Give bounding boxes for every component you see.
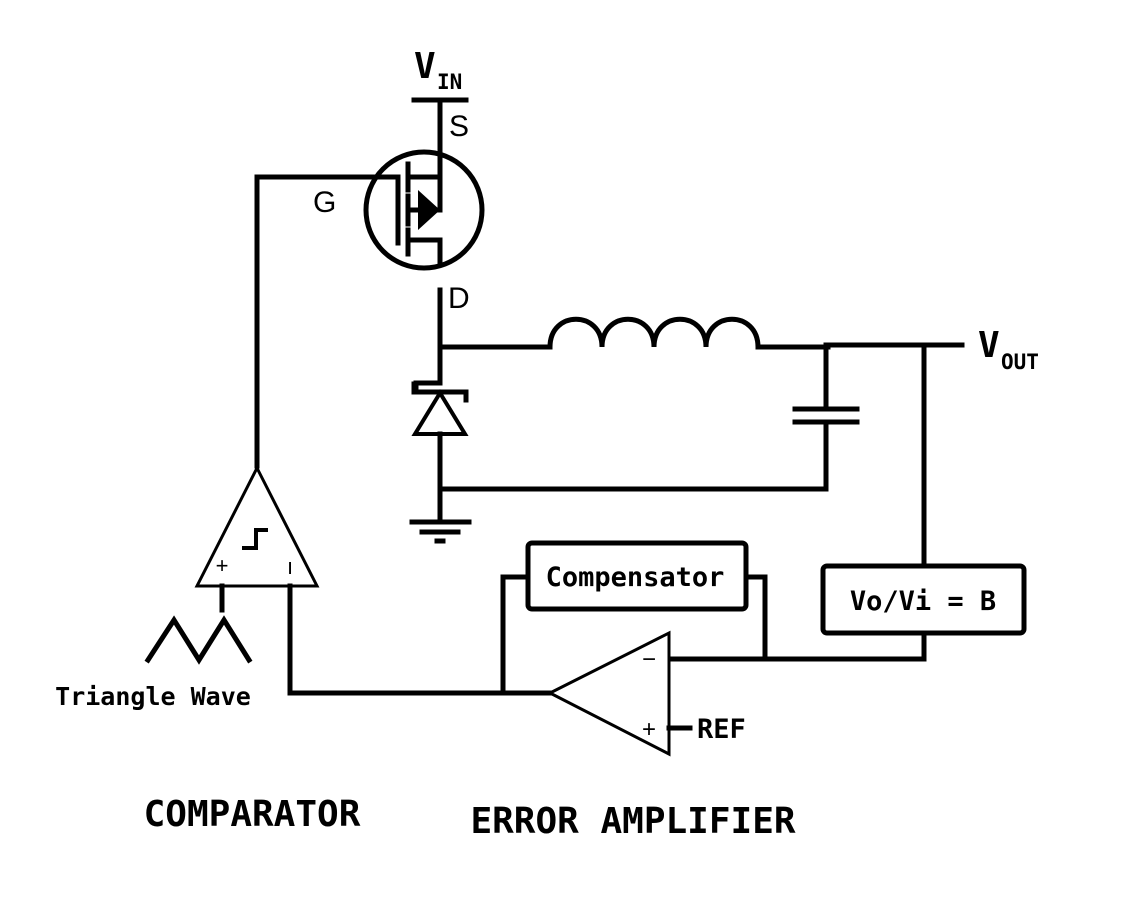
comparator-plus-label: + bbox=[216, 553, 229, 578]
comparator-minus-label: ı bbox=[287, 554, 293, 579]
output-capacitor bbox=[792, 342, 860, 492]
inductor bbox=[437, 316, 831, 350]
ground-icon bbox=[409, 519, 472, 544]
compensator-label: Compensator bbox=[546, 562, 725, 593]
error-amplifier-title: ERROR AMPLIFIER bbox=[470, 801, 795, 842]
comparator-title: COMPARATOR bbox=[144, 794, 361, 835]
source-label: S bbox=[449, 110, 469, 143]
error-amplifier: − + bbox=[546, 630, 671, 757]
ea-minus-label: − bbox=[642, 646, 656, 673]
vout-label: V bbox=[978, 325, 1000, 366]
feedback-gain-label: Vo/Vi = B bbox=[850, 586, 996, 617]
vin-label: V bbox=[414, 46, 436, 87]
vin-subscript: IN bbox=[437, 70, 462, 94]
pmos-transistor bbox=[363, 149, 485, 271]
ea-plus-label: + bbox=[642, 716, 656, 743]
triangle-wave-label: Triangle Wave bbox=[55, 682, 251, 711]
triangle-wave-icon bbox=[144, 615, 253, 665]
body-arrow-icon bbox=[418, 190, 440, 230]
comparator: + ı bbox=[194, 464, 320, 588]
schottky-diode bbox=[411, 380, 469, 492]
vout-subscript: OUT bbox=[1001, 350, 1039, 374]
gate-label: G bbox=[313, 186, 336, 219]
ref-label: REF bbox=[697, 714, 746, 745]
drain-label: D bbox=[448, 282, 470, 315]
vin-rail bbox=[411, 97, 469, 183]
step-icon bbox=[242, 528, 268, 550]
